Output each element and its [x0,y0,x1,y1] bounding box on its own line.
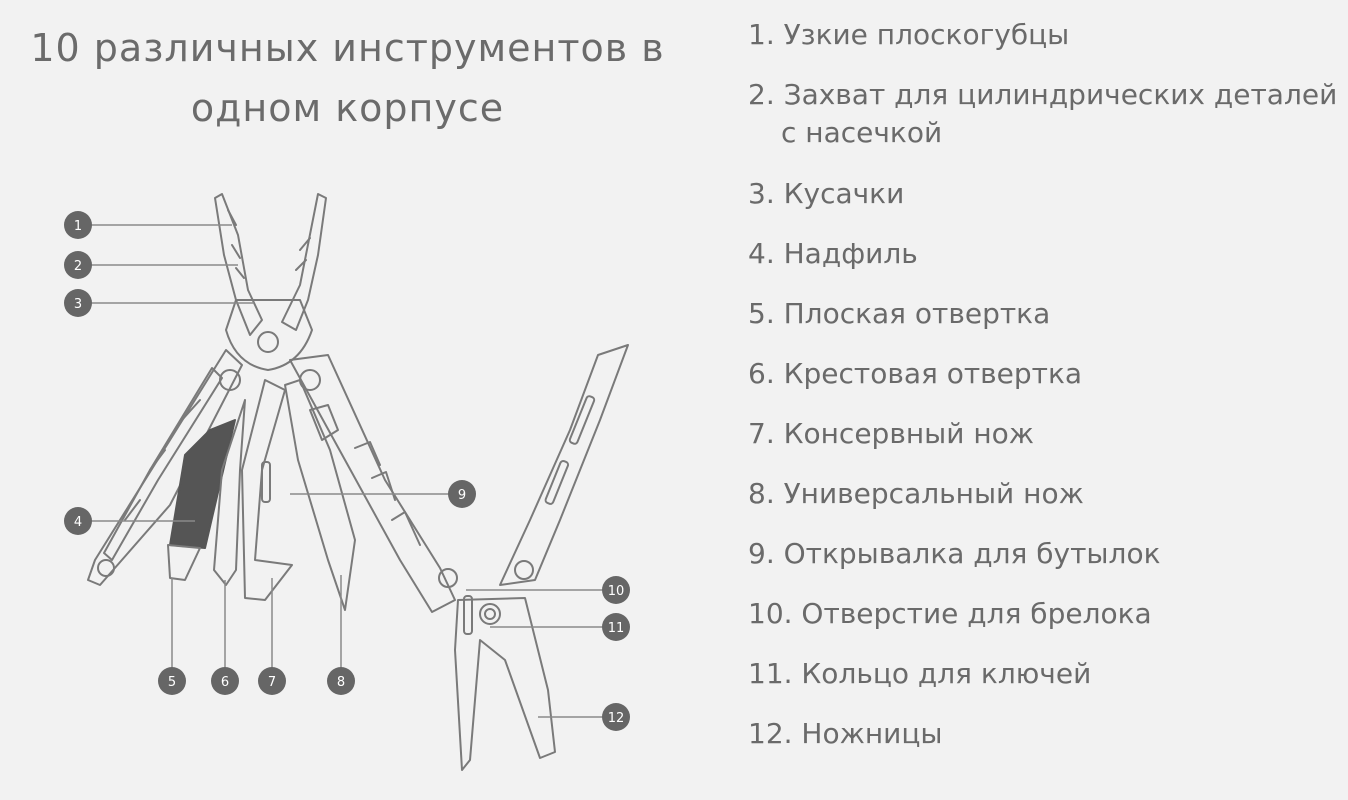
callout-12-label: 12 [608,711,625,726]
legend-item-6: 6. Крестовая отвертка [748,355,1082,393]
callout-11: 11 [602,613,630,641]
callout-12: 12 [602,703,630,731]
callout-4: 4 [64,507,92,535]
legend-item-5-text: 5. Плоская отвертка [748,297,1051,330]
callout-7-label: 7 [268,675,276,690]
legend-item-10-text: 10. Отверстие для брелока [748,597,1152,630]
multitool-diagram: 1 2 3 4 5 6 7 8 [64,193,630,771]
callout-6: 6 [211,667,239,695]
legend-item-3: 3. Кусачки [748,175,904,213]
callout-4-label: 4 [74,515,82,530]
plier-jaw-left [214,193,263,336]
legend-item-8-text: 8. Универсальный нож [748,477,1084,510]
legend-item-4-text: 4. Надфиль [748,237,918,270]
legend-item-12: 12. Ножницы [748,715,943,753]
callouts: 1 2 3 4 5 6 7 8 [64,211,630,731]
legend-item-12-text: 12. Ножницы [748,717,943,750]
key-ring [463,595,473,635]
legend-item-9-text: 9. Открывалка для бутылок [748,537,1161,570]
legend-item-2-continuation: с насечкой [781,116,943,149]
file-tool [169,419,236,549]
callout-1-label: 1 [74,219,82,234]
callout-5: 5 [158,667,186,695]
page-title: 10 различных инструментов в одном корпус… [0,18,695,138]
legend-item-11: 11. Кольцо для ключей [748,655,1091,693]
callout-6-label: 6 [221,675,229,690]
legend-item-4: 4. Надфиль [748,235,918,273]
callout-7: 7 [258,667,286,695]
legend-item-1: 1. Узкие плоскогубцы [748,16,1069,54]
callout-2-label: 2 [74,259,82,274]
callout-1: 1 [64,211,92,239]
legend-item-2: 2. Захват для цилиндрических деталей с н… [748,76,1337,152]
legend-item-10: 10. Отверстие для брелока [748,595,1152,633]
callout-8-label: 8 [337,675,345,690]
legend-item-7: 7. Консервный нож [748,415,1034,453]
legend-item-5: 5. Плоская отвертка [748,295,1050,333]
callout-8: 8 [327,667,355,695]
legend-item-7-text: 7. Консервный нож [748,417,1035,450]
callout-5-label: 5 [168,675,176,690]
knife-blade [284,379,356,611]
legend-item-2-text: 2. Захват для цилиндрических деталей [748,78,1338,111]
legend-item-11-text: 11. Кольцо для ключей [748,657,1092,690]
callout-9: 9 [448,480,476,508]
pivot-hole [257,331,279,353]
legend-item-6-text: 6. Крестовая отвертка [748,357,1083,390]
plier-jaw-right [281,193,327,331]
callout-11-label: 11 [608,621,625,636]
callout-9-label: 9 [458,488,466,503]
legend-item-9: 9. Открывалка для бутылок [748,535,1160,573]
can-opener [241,379,293,601]
legend-item-1-text: 1. Узкие плоскогубцы [748,18,1070,51]
legend-item-3-text: 3. Кусачки [748,177,905,210]
leader-lines [78,224,616,718]
multitool-drawing [87,193,629,771]
callout-10-label: 10 [608,584,625,599]
handle-right [289,354,456,613]
callout-10: 10 [602,576,630,604]
title-line-2: одном корпусе [190,86,505,130]
keychain-hole [479,603,501,625]
screwdriver-phillips [213,399,246,586]
legend-item-8: 8. Универсальный нож [748,475,1084,513]
scissors [454,597,556,771]
callout-2: 2 [64,251,92,279]
scissors-arm [499,344,629,586]
callout-3: 3 [64,289,92,317]
title-line-1: 10 различных инструментов в [30,26,665,70]
callout-3-label: 3 [74,297,82,312]
